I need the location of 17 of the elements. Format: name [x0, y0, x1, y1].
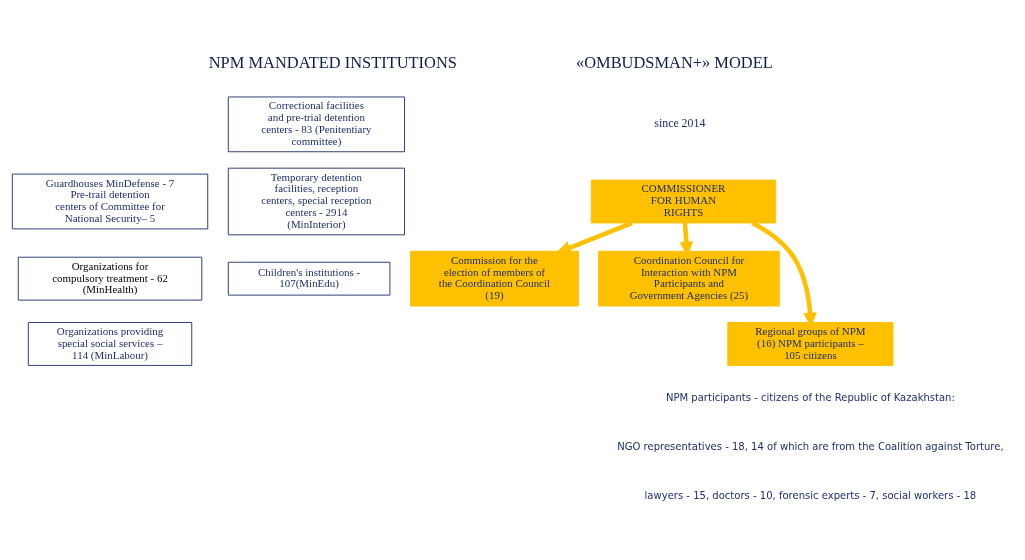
node-box: Organizations for compulsory treatment - 62 (MinHealth) — [17, 256, 203, 301]
node-box: COMMISSIONER FOR HUMAN RIGHTS — [590, 179, 777, 223]
label: NPM MANDATED INSTITUTIONS — [208, 52, 457, 72]
node-box: Temporary detention facilities, reception centers, special reception centers - 2914 (MinInterior) — [227, 167, 405, 235]
label: since 2014 — [654, 115, 706, 130]
node-box: Correctional facilities and pre-trial detention centers - 83 (Penitentiary committee) — [227, 96, 405, 152]
node-box: Guardhouses MinDefense - 7 Pre-trail detention centers of Committee for National Security– 5 — [11, 173, 209, 229]
node-box: Commission for the election of members of the Coordination Council (19) — [410, 250, 579, 307]
node-box: Organizations providing special social services – 114 (MinLabour) — [27, 321, 193, 366]
label: NGO representatives - 18, 14 of which are from the Coalition against Torture, — [617, 440, 1004, 452]
label: lawyers - 15, doctors - 10, forensic experts - 7, social workers - 18 — [644, 489, 977, 501]
node-box: Regional groups of NPM (16) NPM participants – 105 citizens — [727, 321, 894, 366]
label: «OMBUDSMAN+» MODEL — [575, 52, 773, 72]
node-box: Children's institutions - 107(MinEdu) — [227, 261, 391, 296]
arrow — [555, 220, 633, 254]
label: NPM participants - citizens of the Republic of Kazakhstan: — [665, 391, 955, 403]
node-box: Coordination Council for Interaction with NPM Participants and Government Agencies (25) — [598, 250, 780, 307]
